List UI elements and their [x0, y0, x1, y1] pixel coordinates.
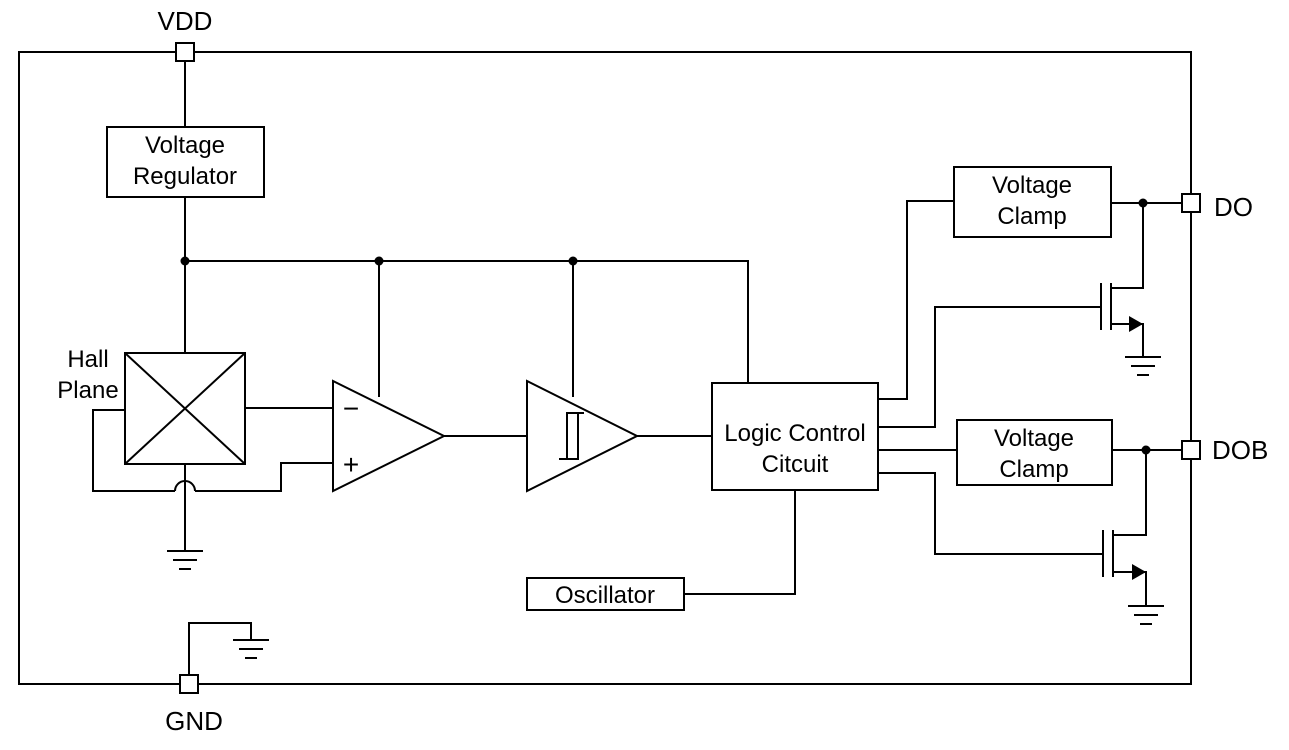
do-label: DO — [1214, 192, 1253, 222]
voltage-clamp-top-label-2: Clamp — [997, 203, 1066, 230]
logic-control-label: Logic Control — [724, 420, 865, 447]
hall-plane-label-2: Plane — [57, 377, 118, 404]
voltage-clamp-bottom-block — [956, 419, 1113, 486]
dob-label: DOB — [1212, 435, 1268, 465]
oscillator-block — [526, 577, 685, 611]
logic-control-block — [711, 382, 879, 491]
bottom-mosfet-symbol — [878, 450, 1147, 606]
voltage-clamp-bottom-label: Voltage — [994, 425, 1074, 452]
hysteresis-icon — [559, 412, 584, 460]
chip-boundary — [18, 51, 1192, 685]
logic-control-label-2: Citcuit — [762, 451, 829, 478]
hall-plane-label: Hall — [67, 346, 108, 373]
opamp-plus-label: + — [343, 449, 359, 480]
vdd-label: VDD — [158, 6, 213, 36]
opamp-symbol — [332, 379, 447, 493]
vdd-pin — [175, 42, 195, 62]
voltage-regulator-label-2: Regulator — [133, 163, 237, 190]
opamp-minus-label: − — [343, 393, 359, 424]
ground-icon — [233, 639, 269, 659]
voltage-clamp-top-label: Voltage — [992, 172, 1072, 199]
gnd-pin — [179, 674, 199, 694]
dob-pin — [1181, 440, 1201, 460]
ground-icon — [167, 550, 203, 570]
voltage-regulator-block — [106, 126, 265, 198]
top-mosfet-symbol — [878, 203, 1144, 428]
voltage-clamp-bottom-label-2: Clamp — [999, 456, 1068, 483]
ground-icon — [1128, 605, 1164, 625]
oscillator-label: Oscillator — [555, 582, 655, 609]
do-pin — [1181, 193, 1201, 213]
gnd-label: GND — [165, 706, 223, 736]
ground-icon — [1125, 356, 1161, 376]
voltage-clamp-top-block — [953, 166, 1112, 238]
schmitt-trigger-symbol — [526, 379, 640, 493]
voltage-regulator-label: Voltage — [145, 132, 225, 159]
